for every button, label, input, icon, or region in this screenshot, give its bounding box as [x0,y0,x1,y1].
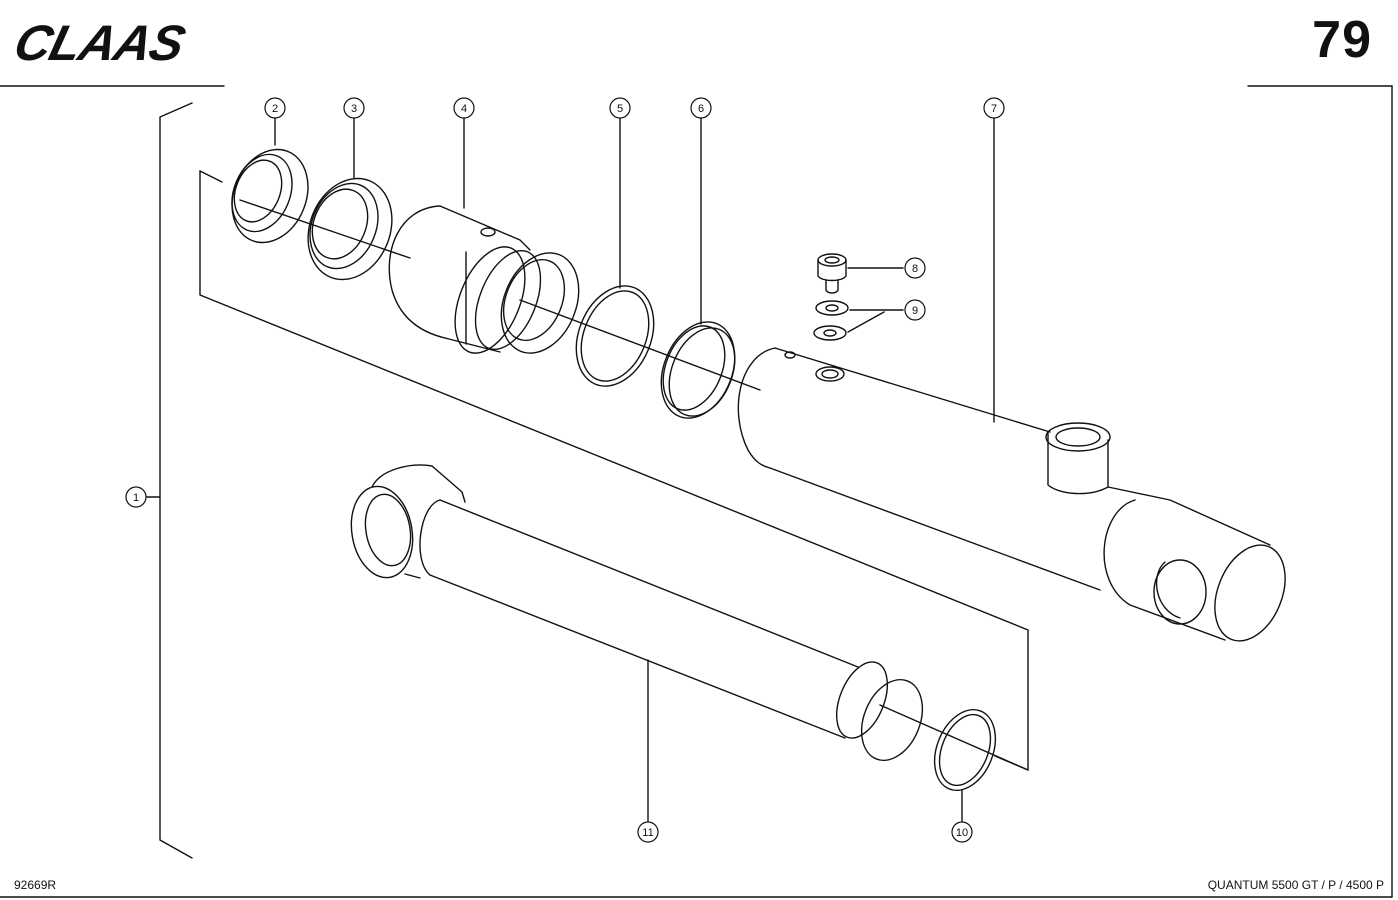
part-7-cylinder-barrel [737,347,1286,642]
part-2-wiper-ring [231,148,309,244]
callout-label-1: 1 [133,492,139,504]
assembly-bracket-1 [159,102,193,859]
drawing-number: 92669R [14,878,57,892]
callout-label-8: 8 [912,263,918,275]
callout-11 [637,821,659,843]
callout-label-4: 4 [461,103,467,115]
part-5-o-ring [575,285,655,387]
callout-8 [904,257,926,279]
callout-6 [690,97,712,119]
callout-label-9: 9 [912,305,918,317]
page-number: 79 [1312,11,1372,69]
callout-10 [951,821,973,843]
part-11-piston-rod [350,464,1029,771]
part-10-o-ring [933,708,997,792]
part-4-cylinder-head [388,205,580,354]
part-6-seal-ring [660,321,736,419]
callout-label-10: 10 [956,827,968,839]
subassembly-frame [199,170,1029,771]
callout-label-6: 6 [698,103,704,115]
callout-1 [125,486,147,508]
callout-label-5: 5 [617,103,623,115]
callout-9 [904,299,926,321]
part-9-washers [813,300,849,341]
callout-3 [343,97,365,119]
part-8-screw [817,253,847,294]
callout-label-11: 11 [642,827,653,839]
callout-2 [264,97,286,119]
claas-logo: CLAAS [9,18,191,66]
part-3-guide-ring [307,177,393,281]
callout-label-2: 2 [272,103,278,115]
callout-4 [453,97,475,119]
callout-label-3: 3 [351,103,357,115]
callout-7 [983,97,1005,119]
logo-text: CLAAS [9,18,191,66]
callout-label-7: 7 [991,103,997,115]
model-label: QUANTUM 5500 GT / P / 4500 P [1207,878,1384,892]
callout-5 [609,97,631,119]
